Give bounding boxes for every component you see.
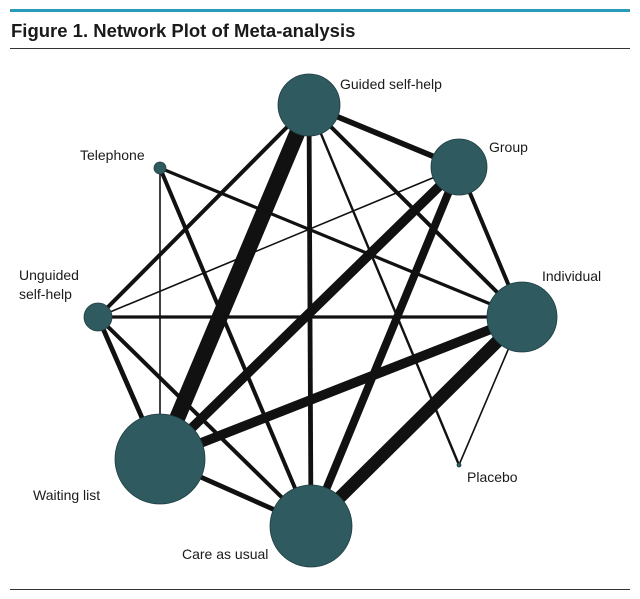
node-individual [486, 281, 558, 353]
node-group [430, 138, 488, 196]
node-label-placebo: Placebo [467, 469, 518, 485]
node-label-care: Care as usual [182, 546, 268, 562]
node-label-guided: Guided self-help [340, 76, 442, 92]
node-telephone [153, 161, 167, 175]
node-label-line: Guided self-help [340, 76, 442, 92]
node-label-individual: Individual [542, 268, 601, 284]
node-label-line: Telephone [80, 147, 145, 163]
node-placebo [456, 462, 462, 468]
node-care [269, 484, 353, 568]
node-label-line: Placebo [467, 469, 518, 485]
edge-unguided-group [97, 166, 460, 318]
bottom-divider [10, 589, 630, 590]
edge-telephone-care [158, 167, 313, 527]
node-label-line: Individual [542, 268, 601, 284]
edge-telephone-individual [159, 166, 523, 319]
node-guided [277, 73, 341, 137]
node-label-line: Group [489, 139, 528, 155]
node-label-waiting: Waiting list [33, 487, 100, 503]
top-accent-rule [10, 9, 630, 12]
nodes-layer [83, 73, 558, 568]
labels-layer: Guided self-helpGroupIndividualPlaceboCa… [19, 76, 601, 562]
edge-guided-individual [307, 103, 524, 319]
node-waiting [114, 413, 206, 505]
node-label-line: self-help [19, 286, 72, 302]
node-unguided [83, 302, 113, 332]
edge-individual-care [306, 312, 527, 531]
edge-guided-placebo [307, 104, 461, 466]
figure-title: Figure 1. Network Plot of Meta-analysis [11, 20, 356, 41]
node-label-unguided: Unguided self-help [19, 267, 79, 302]
node-label-telephone: Telephone [80, 147, 145, 163]
node-label-line: Care as usual [182, 546, 268, 562]
edge-unguided-care [96, 315, 313, 528]
edge-group-care [307, 165, 463, 528]
node-label-group: Group [489, 139, 528, 155]
title-divider [10, 48, 630, 49]
node-label-line: Waiting list [33, 487, 100, 503]
edge-guided-unguided [96, 103, 311, 319]
node-label-line: Unguided [19, 267, 79, 283]
